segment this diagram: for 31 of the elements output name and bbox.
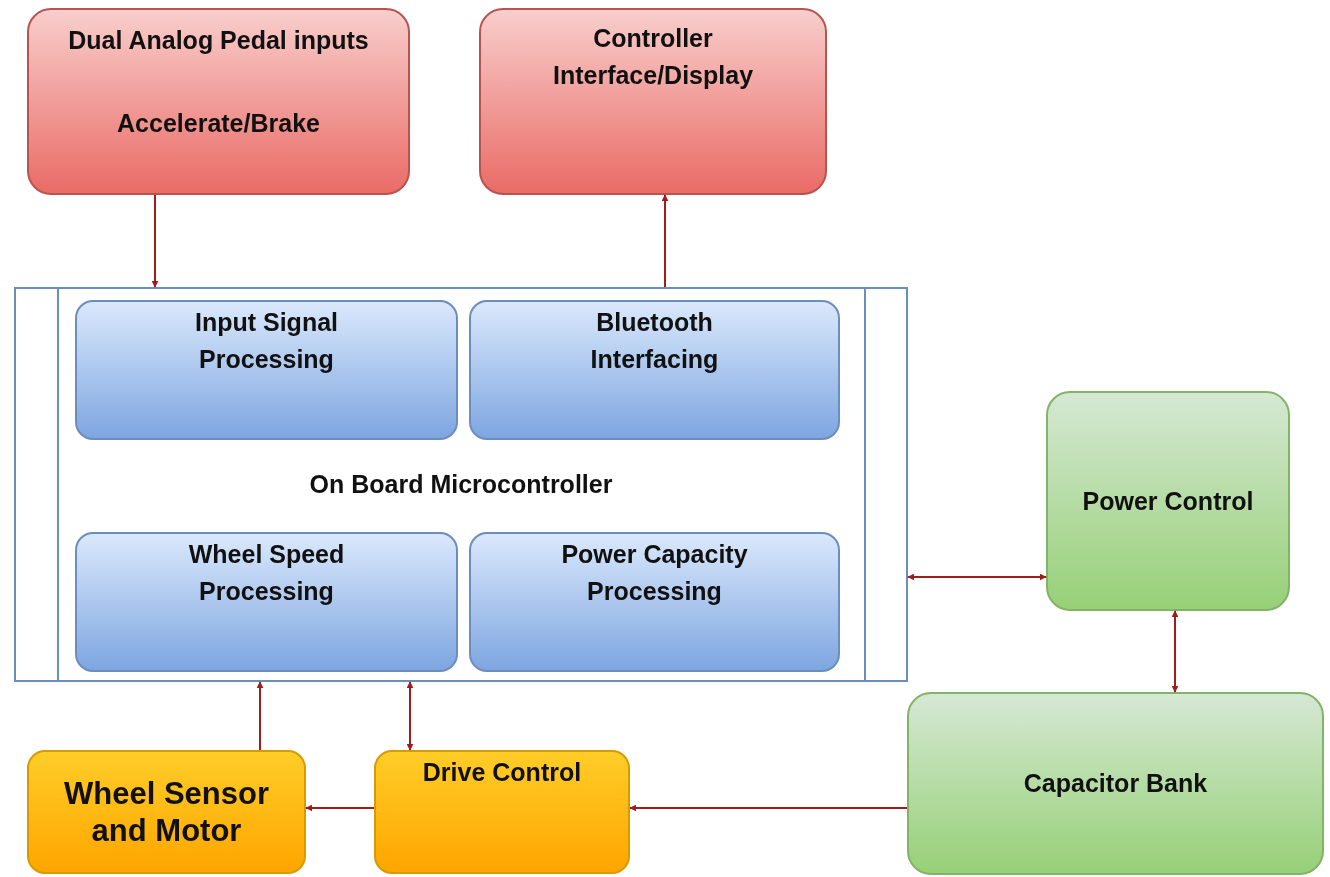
node-label: Dual Analog Pedal inputs (68, 25, 369, 56)
node-label: Wheel Sensor and Motor (63, 775, 270, 849)
component-box (27, 750, 306, 874)
node-label: On Board Microcontroller (309, 469, 613, 500)
component-box (479, 8, 827, 195)
arrow (151, 194, 159, 288)
node-label: Power Control (1082, 485, 1254, 517)
node-label: Power Capacity Processing (560, 539, 749, 607)
arrow (256, 681, 264, 751)
process-box (469, 532, 840, 672)
component-box (907, 692, 1324, 875)
node-label: Input Signal Processing (193, 307, 339, 375)
process-box (75, 532, 458, 672)
node-label: Accelerate/Brake (117, 108, 320, 139)
microcontroller-frame (14, 287, 908, 682)
component-box (374, 750, 630, 874)
node-label: Controller Interface/Display (551, 23, 755, 91)
process-box (469, 300, 840, 440)
arrow (406, 681, 414, 751)
arrow (629, 804, 908, 812)
component-box (27, 8, 410, 195)
arrow (661, 194, 669, 288)
node-label: Capacitor Bank (1023, 768, 1208, 799)
node-label: Drive Control (422, 757, 582, 788)
arrow (305, 804, 375, 812)
node-label: Bluetooth Interfacing (589, 307, 720, 375)
node-label: Wheel Speed Processing (187, 539, 346, 607)
arrow (1171, 610, 1179, 693)
arrow (907, 573, 1047, 581)
component-box (1046, 391, 1290, 611)
process-box (75, 300, 458, 440)
